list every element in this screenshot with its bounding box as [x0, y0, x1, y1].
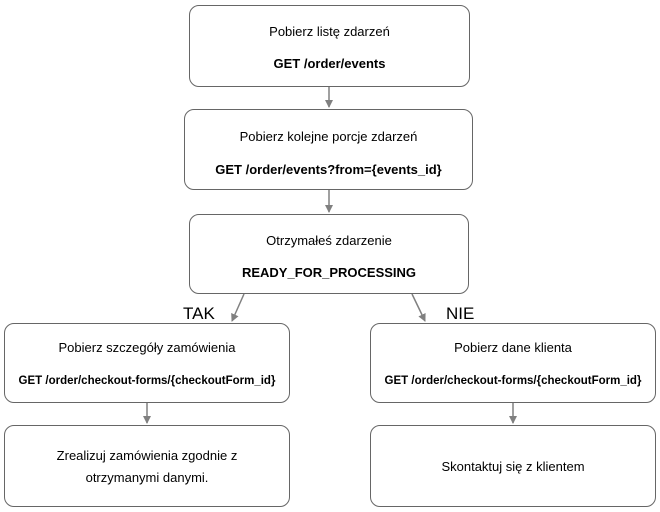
node-contact-client-text: Skontaktuj się z klientem [441, 459, 585, 474]
node-next-events-title: Pobierz kolejne porcje zdarzeń [239, 129, 418, 144]
node-client-data-call: GET /order/checkout-forms/{checkoutForm_… [384, 375, 642, 387]
node-client-data: Pobierz dane klienta GET /order/checkout… [370, 323, 656, 403]
node-fulfill-order-text: Zrealizuj zamówienia zgodnie z otrzymany… [56, 448, 238, 485]
node-list-events-call: GET /order/events [273, 56, 386, 71]
node-order-details-call: GET /order/checkout-forms/{checkoutForm_… [18, 375, 276, 387]
node-order-details-title: Pobierz szczegóły zamówienia [58, 340, 236, 355]
node-contact-client: Skontaktuj się z klientem [370, 425, 656, 507]
node-list-events-title: Pobierz listę zdarzeń [269, 24, 390, 39]
node-received-event: Otrzymałeś zdarzenie READY_FOR_PROCESSIN… [189, 214, 469, 294]
arrow-received-to-order-details [231, 293, 245, 322]
arrow-received-to-client-data [411, 293, 426, 322]
node-order-details: Pobierz szczegóły zamówienia GET /order/… [4, 323, 290, 403]
branch-label-yes: TAK [183, 304, 215, 323]
node-received-event-title: Otrzymałeś zdarzenie [266, 233, 392, 248]
node-next-events-call: GET /order/events?from={events_id} [215, 162, 442, 177]
node-received-event-call: READY_FOR_PROCESSING [241, 265, 417, 280]
node-fulfill-order: Zrealizuj zamówienia zgodnie z otrzymany… [4, 425, 290, 507]
node-next-events: Pobierz kolejne porcje zdarzeń GET /orde… [184, 109, 473, 190]
branch-label-no: NIE [446, 304, 475, 323]
node-list-events: Pobierz listę zdarzeń GET /order/events [189, 5, 470, 87]
node-client-data-title: Pobierz dane klienta [454, 340, 572, 355]
